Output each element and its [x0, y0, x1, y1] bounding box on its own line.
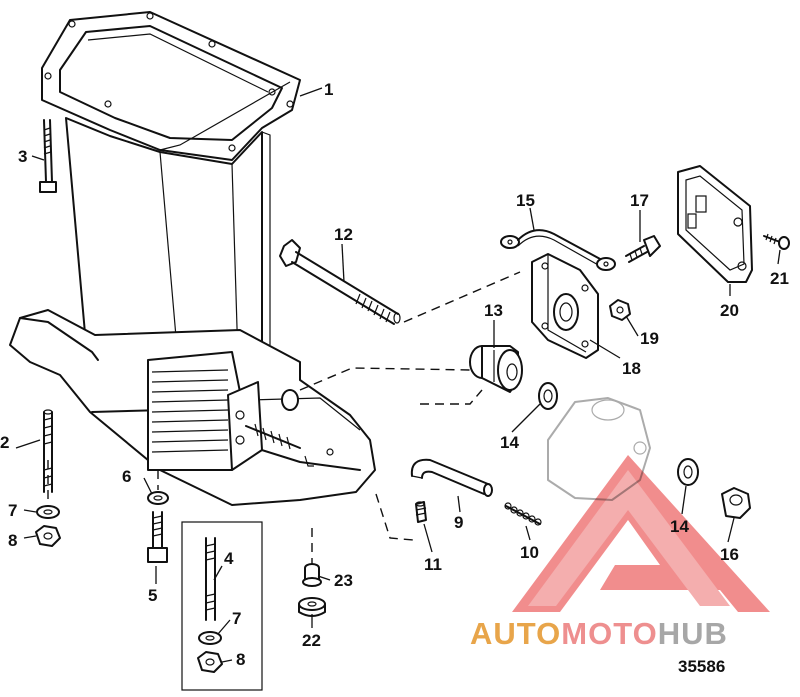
- callout-11: 11: [424, 555, 442, 574]
- nut-left: [35, 525, 61, 547]
- callout-4: 4: [224, 549, 234, 568]
- nut-kit: [197, 651, 223, 673]
- callout-23: 23: [334, 571, 353, 590]
- watermark-hub: HUB: [658, 616, 728, 651]
- nut-19: [609, 299, 631, 321]
- svg-text:AUTOMOTOHUB: AUTOMOTOHUB: [470, 616, 728, 651]
- spacer-23: [302, 563, 322, 587]
- callout-14a: 14: [500, 433, 519, 452]
- screen-10: [504, 502, 542, 526]
- callout-16: 16: [720, 545, 739, 564]
- callout-1: 1: [324, 80, 333, 99]
- grommet-22: [298, 597, 326, 617]
- callout-13: 13: [484, 301, 503, 320]
- callout-7a: 7: [8, 501, 17, 520]
- watermark-logo: AUTOMOTOHUB: [470, 455, 770, 651]
- mount-bolt-12: [279, 239, 401, 325]
- watermark-triangle-icon: [512, 455, 770, 612]
- callout-7b: 7: [232, 609, 241, 628]
- fitting-11: [415, 501, 427, 523]
- callout-18: 18: [622, 359, 641, 378]
- leader-lines: [15, 87, 781, 663]
- callout-15: 15: [516, 191, 535, 210]
- washer-6: [147, 491, 169, 505]
- mount-bracket-18: [531, 253, 599, 359]
- callout-12: 12: [334, 225, 353, 244]
- callouts: 1 2 3 4 5 6 7 7 8 8 9 10 11 12 13 14 14 …: [0, 80, 789, 669]
- callout-22: 22: [302, 631, 321, 650]
- callout-14b: 14: [670, 517, 689, 536]
- callout-21: 21: [770, 269, 789, 288]
- washer-kit: [198, 631, 222, 645]
- housing-bolt: [39, 119, 57, 193]
- bolt-5: [147, 511, 168, 563]
- callout-8a: 8: [8, 531, 17, 550]
- stud-4: [205, 537, 216, 621]
- ground-strap-15: [500, 229, 616, 271]
- gearcase-ghost: [547, 397, 651, 501]
- hose-9: [410, 458, 493, 497]
- callout-8b: 8: [236, 650, 245, 669]
- watermark-moto: MOTO: [561, 616, 657, 651]
- stud-kit-box: [181, 521, 263, 691]
- callout-6: 6: [122, 467, 131, 486]
- assembly-lines: [47, 271, 521, 564]
- acorn-nut-16: [721, 487, 751, 519]
- washer-14-lower: [677, 458, 699, 486]
- washer-left: [36, 505, 60, 519]
- callout-19: 19: [640, 329, 659, 348]
- screw-21: [763, 233, 790, 250]
- watermark-auto: AUTO: [470, 616, 561, 651]
- driveshaft-housing: [9, 11, 376, 506]
- callout-3: 3: [18, 147, 27, 166]
- callout-17: 17: [630, 191, 649, 210]
- washer-14-upper: [538, 382, 558, 410]
- cover-plate-20: [677, 165, 753, 283]
- callout-5: 5: [148, 586, 157, 605]
- figure-number: 35586: [678, 657, 725, 676]
- rubber-mount-13: [469, 345, 523, 393]
- screw-17: [625, 235, 661, 263]
- callout-10: 10: [520, 543, 539, 562]
- callout-2: 2: [0, 433, 9, 452]
- callout-20: 20: [720, 301, 739, 320]
- callout-9: 9: [454, 513, 463, 532]
